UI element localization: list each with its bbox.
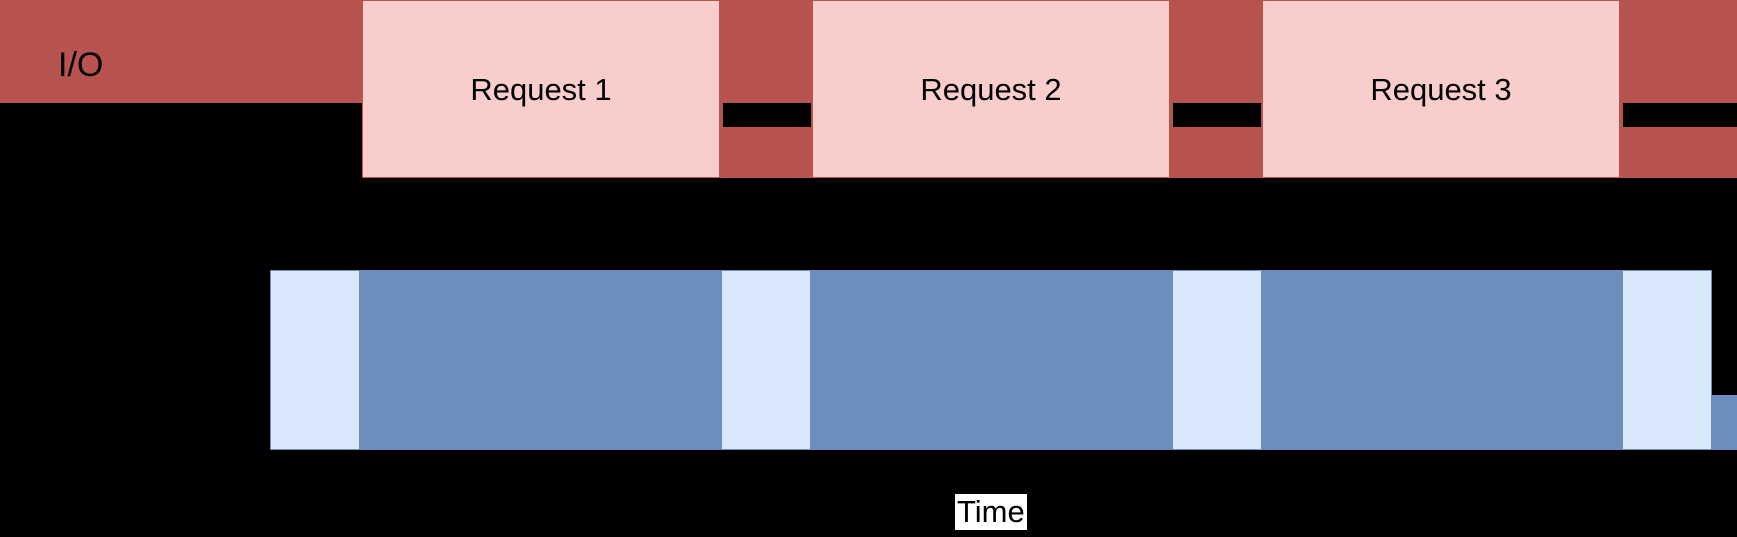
io-lane-label: I/O [58,46,104,84]
request-box-1[interactable]: Request 1 [362,0,720,178]
connector-bar-3 [1623,103,1737,127]
request-box-2[interactable]: Request 2 [812,0,1170,178]
io-band-gap-1 [719,0,813,178]
time-axis-label: Time [955,494,1027,530]
connector-bar-1 [723,103,811,127]
request-box-3-label: Request 3 [1370,71,1512,107]
cpu-busy-segment-2 [811,270,1172,450]
cpu-idle-segment-2 [721,270,811,450]
cpu-idle-segment-4 [1622,270,1712,450]
io-band-right [1619,0,1737,178]
connector-bar-2 [1173,103,1261,127]
request-box-1-label: Request 1 [470,71,612,107]
cpu-busy-segment-tail [1712,395,1737,450]
cpu-busy-segment-3 [1262,270,1622,450]
cpu-busy-segment-1 [360,270,721,450]
request-box-2-label: Request 2 [920,71,1062,107]
cpu-idle-segment-3 [1172,270,1262,450]
io-band-left [0,0,363,103]
io-band-gap-2 [1169,0,1263,178]
request-box-3[interactable]: Request 3 [1262,0,1620,178]
cpu-idle-segment-1 [270,270,360,450]
